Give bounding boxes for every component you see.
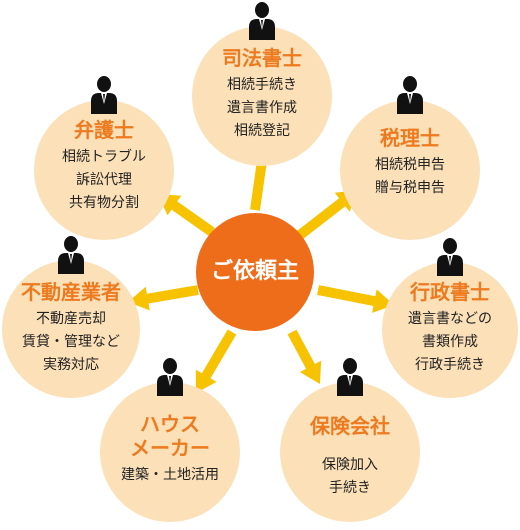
node-title: 不動産業者 (21, 280, 121, 304)
node-title: ハウス (140, 412, 200, 436)
node-item: 相続登記 (234, 123, 290, 139)
node-item: 不動産売却 (36, 311, 106, 327)
node-gyosei: 行政書士 遺言書などの 書類作成 行政手続き (382, 238, 518, 398)
node-title: 司法書士 (222, 46, 302, 70)
arrow-icon (128, 285, 199, 311)
node-item: 実務対応 (43, 357, 99, 373)
node-fudosan: 不動産業者 不動産売却 賃貸・管理など 実務対応 (2, 236, 140, 398)
node-item: 贈与税申告 (375, 180, 445, 196)
node-title: 行政書士 (410, 280, 490, 304)
node-shiho: 司法書士 相続手続き 遺言書作成 相続登記 (192, 2, 332, 166)
arrow-icon (287, 329, 322, 384)
node-item: 訴訟代理 (76, 172, 132, 188)
arrow-icon (158, 194, 215, 237)
node-house: ハウス メーカー 建築・土地活用 (100, 358, 240, 522)
node-title: 税理士 (380, 126, 440, 150)
center-client: ご依頼主 (196, 213, 314, 331)
person-icon (434, 236, 466, 276)
center-label: ご依頼主 (210, 259, 299, 284)
node-title: 弁護士 (74, 118, 134, 142)
person-icon (55, 234, 87, 274)
node-title: メーカー (130, 436, 210, 460)
node-zeiri: 税理士 相続税申告 贈与税申告 (340, 76, 480, 240)
person-icon (154, 356, 186, 396)
node-item: 建築・土地活用 (121, 467, 219, 483)
arrow-icon (296, 190, 358, 239)
node-item: 書類作成 (422, 334, 478, 350)
node-hoken: 保険会社 保険加入 手続き (280, 358, 420, 522)
node-item: 遺言書作成 (227, 100, 297, 116)
arrow-icon (317, 285, 394, 313)
person-icon (394, 74, 426, 114)
node-item: 共有物分割 (69, 195, 139, 211)
node-item: 相続手続き (227, 77, 297, 93)
person-icon (246, 0, 278, 40)
node-title: 保険会社 (310, 414, 390, 438)
node-item: 保険加入 (322, 457, 378, 473)
node-item: 行政手続き (415, 357, 485, 373)
node-item: 相続トラブル (62, 149, 146, 165)
person-icon (88, 74, 120, 114)
arrow-icon (195, 329, 237, 393)
person-icon (334, 356, 366, 396)
node-item: 遺言書などの (408, 311, 492, 327)
node-item: 手続き (329, 480, 371, 496)
node-bengo: 弁護士 相続トラブル 訴訟代理 共有物分割 (34, 76, 174, 240)
node-item: 賃貸・管理など (22, 334, 120, 350)
node-item: 相続税申告 (375, 157, 445, 173)
